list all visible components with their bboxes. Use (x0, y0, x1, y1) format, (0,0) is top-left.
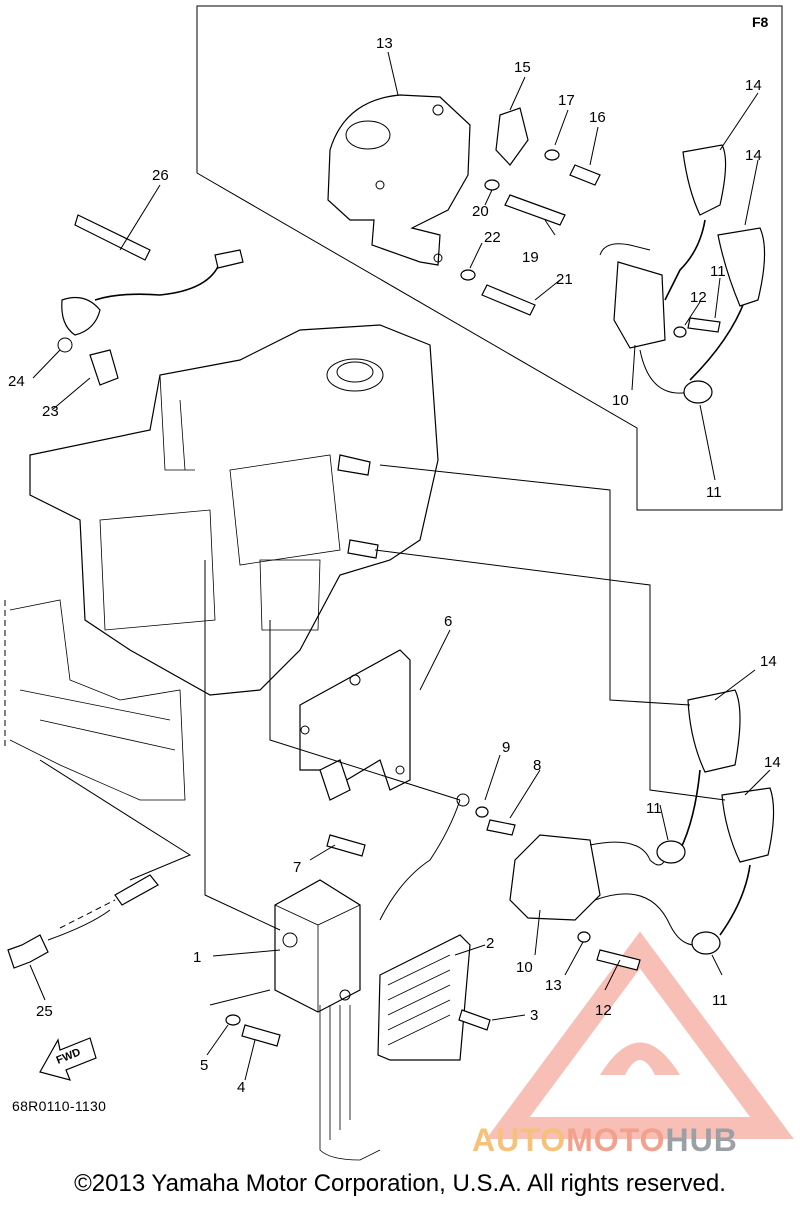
rectifier-regulator (377, 934, 471, 1061)
engine-block (29, 324, 439, 696)
callout-2: 2 (486, 935, 494, 952)
callout-11b: 11 (646, 800, 662, 817)
watermark-text: AUTOMOTOHUB (472, 1122, 738, 1159)
callouts: 13 15 17 16 14 14 26 20 22 19 21 11 12 2… (8, 35, 781, 1096)
callout-7: 7 (293, 859, 301, 876)
callout-9: 9 (502, 739, 510, 756)
wire-harness (319, 799, 461, 1161)
callout-20: 20 (472, 203, 489, 220)
callout-15: 23 (42, 403, 59, 420)
callout-5: 5 (200, 1057, 208, 1074)
callout-14b: 14 (745, 147, 762, 164)
callout-8: 8 (533, 757, 541, 774)
callout-19: 19 (522, 249, 539, 266)
hardware (225, 793, 516, 1047)
callout-4: 4 (237, 1079, 245, 1096)
callout-21: 21 (556, 271, 573, 288)
top-left-parts (57, 214, 244, 386)
callout-13a: 12 (690, 289, 707, 306)
callout-18: 13 (376, 35, 393, 52)
cdi-unit (274, 879, 361, 1013)
callout-17: 25 (36, 1003, 53, 1020)
mounting-plate (299, 649, 411, 801)
callout-13b: 13 (545, 977, 562, 994)
callout-6: 6 (444, 613, 452, 630)
callout-24: 16 (589, 109, 606, 126)
watermark-part-2: MOTO (566, 1122, 666, 1158)
lower-housing (4, 599, 186, 801)
callout-10a: 10 (612, 392, 629, 409)
callout-16: 24 (8, 373, 25, 390)
callout-14c: 14 (760, 653, 777, 670)
drawing-code: 68R0110-1130 (12, 1098, 107, 1114)
copyright-notice: ©2013 Yamaha Motor Corporation, U.S.A. A… (74, 1170, 726, 1197)
callout-11c: 11 (712, 992, 728, 1009)
temperature-sensor (7, 874, 159, 969)
watermark-part-1: AUTO (472, 1122, 567, 1158)
inset-ignition-coil (599, 144, 766, 404)
ignition-bracket (327, 94, 471, 266)
callout-10b: 10 (516, 959, 533, 976)
fwd-arrow-icon: FWD (39, 1037, 97, 1081)
callout-25: 17 (558, 92, 575, 109)
callout-23: 15 (514, 59, 531, 76)
callout-3: 3 (530, 1007, 538, 1024)
leader-lines (29, 51, 771, 1081)
callout-22: 22 (484, 229, 501, 246)
inset-frame (196, 5, 783, 511)
callout-26: 26 (152, 167, 169, 184)
ignition-coil (509, 689, 775, 971)
watermark-logo (486, 931, 794, 1139)
callout-14a: 14 (745, 77, 762, 94)
section-tag: F8 (752, 14, 769, 30)
callout-12a: 11 (710, 263, 726, 280)
callout-12b: 12 (595, 1002, 612, 1019)
callout-1: 1 (193, 949, 201, 966)
watermark-part-3: HUB (665, 1122, 738, 1158)
inset-parts (460, 107, 721, 338)
callout-14d: 14 (764, 754, 781, 771)
callout-11a: 11 (706, 484, 722, 501)
